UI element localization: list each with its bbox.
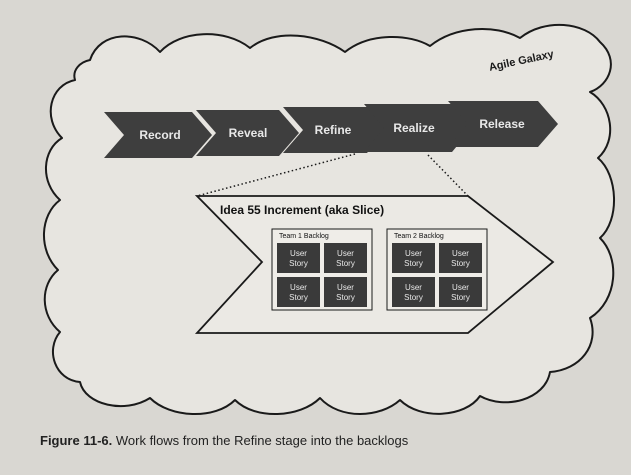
stage-label: Release [479,117,525,131]
stage-chevron-record: Record [104,112,212,158]
stage-row: Record Reveal Refine Realize Release [104,101,558,158]
chevron-shape [196,110,299,156]
stage-label: Reveal [229,126,268,140]
chevron-shape [104,112,212,158]
figure-caption-text: Work flows from the Refine stage into th… [112,433,409,448]
stage-label: Record [139,128,180,142]
stage-label: Realize [393,121,435,135]
dotted-connector-left [196,153,356,197]
stage-chevron-realize: Realize [364,104,472,152]
stage-chevron-reveal: Reveal [196,110,299,156]
chevron-shape [364,104,472,152]
dotted-connector-right [427,154,469,197]
figure-caption: Figure 11-6. Work flows from the Refine … [40,433,620,448]
backlog-title: Team 2 Backlog [394,233,444,240]
stage-chevron-release: Release [448,101,558,147]
backlog-title: Team 1 Backlog [279,233,329,240]
figure-caption-label: Figure 11-6. [40,433,113,448]
increment-title: Idea 55 Increment (aka Slice) [220,203,384,217]
stage-label: Refine [315,123,352,137]
stage-chevron-refine: Refine [283,107,387,153]
chevron-shape [448,101,558,147]
chevron-shape [283,107,387,153]
